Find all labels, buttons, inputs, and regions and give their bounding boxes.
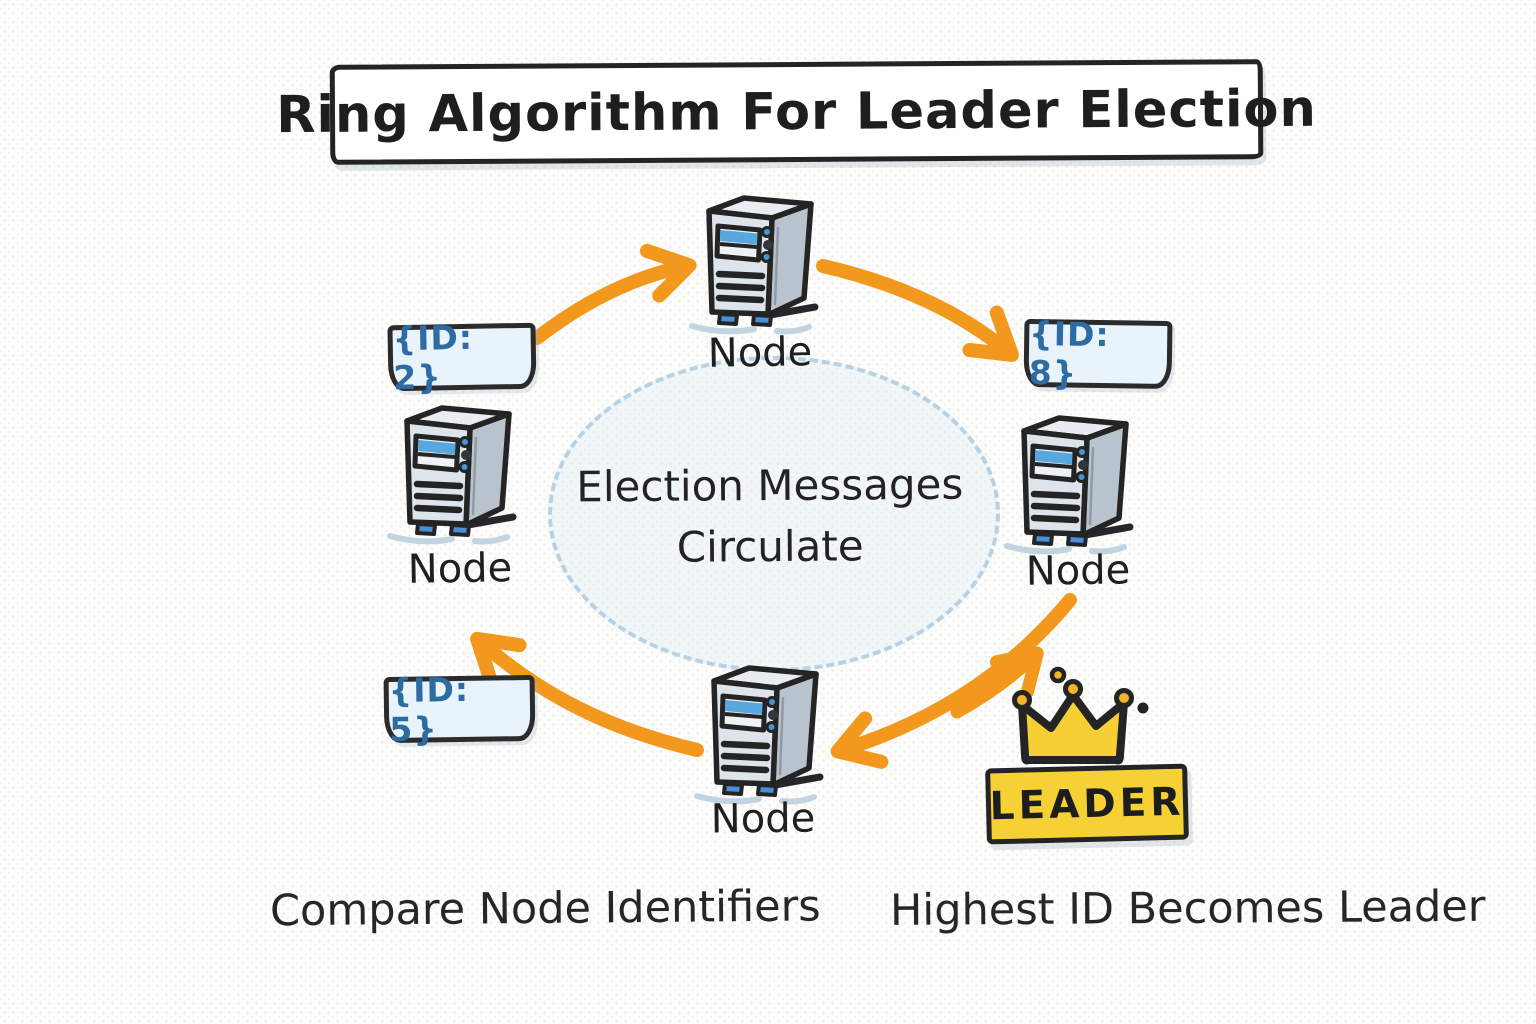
- id-badge-2: {ID: 2}: [387, 318, 537, 397]
- arrow-bottom-to-left: [470, 631, 704, 757]
- node-label-left: Node: [407, 545, 513, 593]
- arrow-left-to-top: [530, 243, 697, 345]
- id-badge-8: {ID: 8}: [1023, 314, 1173, 393]
- leader-badge: LEADER: [985, 763, 1189, 845]
- id-badge-5: {ID: 5}: [383, 670, 536, 749]
- arrow-top-to-right: [816, 259, 1020, 362]
- node-label-top: Node: [707, 329, 813, 377]
- server-icon: [674, 186, 824, 336]
- node-label-right: Node: [1025, 547, 1131, 595]
- server-icon: [372, 396, 522, 546]
- node-label-bottom: Node: [710, 795, 816, 843]
- diagram-title-box: Ring Algorithm For Leader Election: [276, 59, 1317, 165]
- election-ring-ellipse: [548, 356, 1000, 672]
- server-icon: [989, 406, 1139, 556]
- caption-compare-identifiers: Compare Node Identifiers: [269, 881, 821, 937]
- arrow-right-to-bottom: [830, 593, 1077, 769]
- arrow-to-leader: [950, 646, 1044, 719]
- diagram-title: Ring Algorithm For Leader Election: [276, 79, 1317, 145]
- caption-highest-id: Highest ID Becomes Leader: [889, 881, 1486, 936]
- crown-icon: [1012, 666, 1149, 765]
- server-icon: [679, 656, 829, 806]
